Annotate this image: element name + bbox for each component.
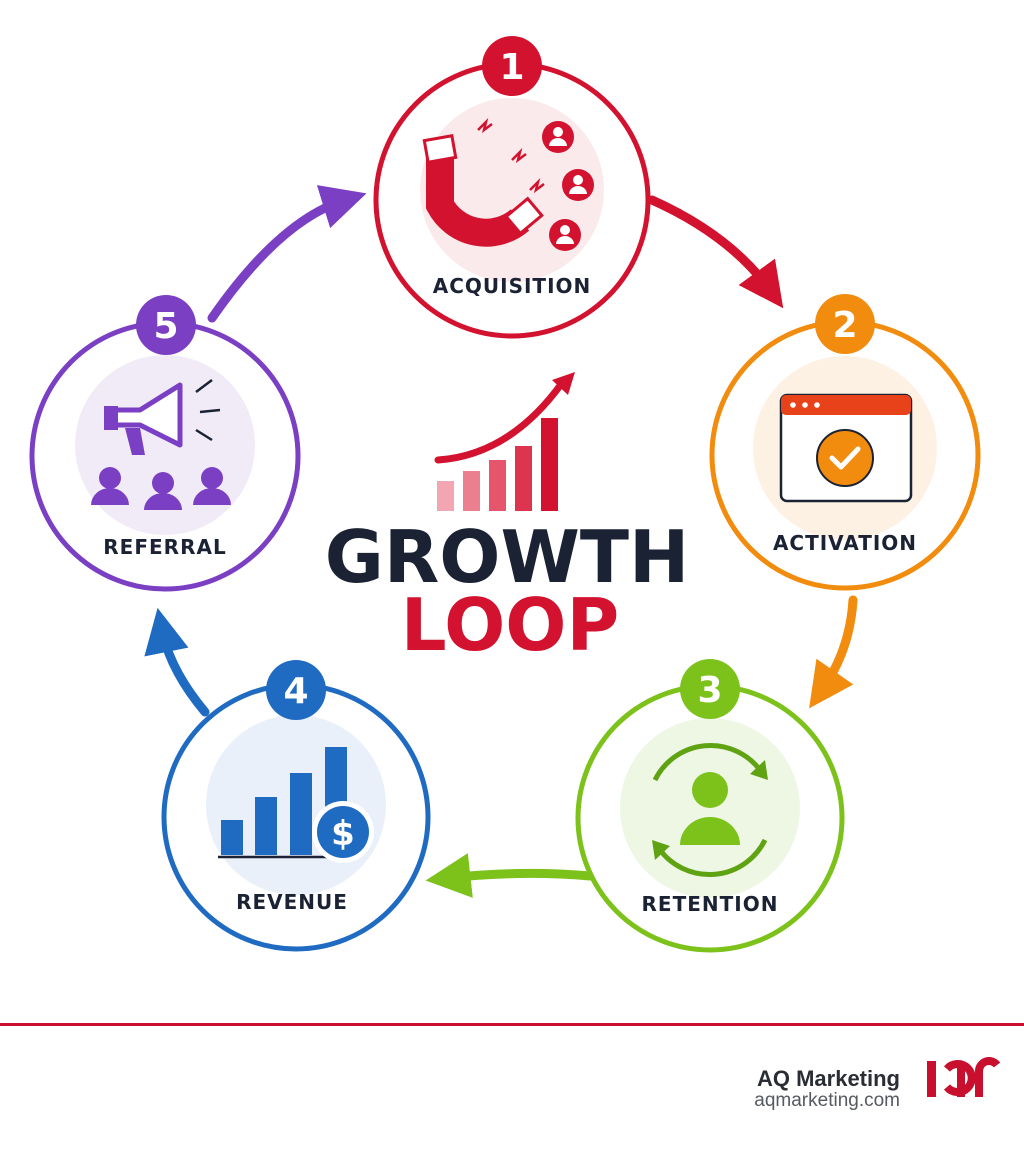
megaphone-users-icon bbox=[91, 379, 231, 510]
stage-label: RETENTION bbox=[642, 892, 779, 916]
stage-number: 4 bbox=[283, 671, 308, 712]
stage-revenue: $ REVENUE 4 bbox=[161, 660, 431, 952]
stage-number-badge bbox=[136, 295, 196, 355]
stage-acquisition: ACQUISITION 1 bbox=[373, 36, 651, 339]
title-line-1: GROWTH bbox=[325, 515, 690, 599]
stage-number: 3 bbox=[697, 670, 722, 711]
stage-label: ACTIVATION bbox=[773, 531, 917, 555]
growth-chart-icon bbox=[434, 372, 575, 511]
brand-logo-icon bbox=[927, 1057, 1001, 1097]
title-line-2: LOOP bbox=[401, 583, 620, 667]
arrow-revenue-to-referral bbox=[144, 607, 210, 717]
arrow-activation-to-retention bbox=[809, 595, 858, 709]
browser-checkmark-icon bbox=[779, 393, 913, 503]
stage-number: 5 bbox=[153, 306, 178, 347]
arrow-referral-to-acquisition bbox=[207, 185, 367, 323]
stage-number-badge bbox=[680, 659, 740, 719]
stage-label: REFERRAL bbox=[103, 535, 226, 559]
user-cycle-icon bbox=[652, 742, 768, 878]
magnet-attracting-users-icon bbox=[422, 117, 594, 251]
growth-loop-diagram: ACQUISITION 1 ACTIVATION 2 bbox=[29, 36, 981, 953]
footer-divider bbox=[0, 1023, 1024, 1026]
svg-text:$: $ bbox=[331, 814, 355, 854]
bar-chart-dollar-icon: $ bbox=[218, 747, 374, 863]
stage-label: REVENUE bbox=[236, 890, 348, 914]
stage-number-badge bbox=[815, 294, 875, 354]
stage-number: 1 bbox=[499, 47, 524, 88]
stage-activation: ACTIVATION 2 bbox=[709, 294, 981, 591]
brand-name: AQ Marketing bbox=[756, 1066, 900, 1091]
stage-number-badge bbox=[266, 660, 326, 720]
brand-url: aqmarketing.com bbox=[754, 1090, 900, 1111]
stage-label: ACQUISITION bbox=[433, 274, 592, 298]
stage-number: 2 bbox=[832, 305, 857, 346]
arrow-acquisition-to-activation bbox=[647, 195, 784, 309]
stage-number-badge bbox=[482, 36, 542, 96]
stage-retention: RETENTION 3 bbox=[575, 659, 845, 953]
stage-referral: REFERRAL 5 bbox=[29, 295, 301, 592]
arrow-retention-to-revenue bbox=[425, 853, 595, 898]
